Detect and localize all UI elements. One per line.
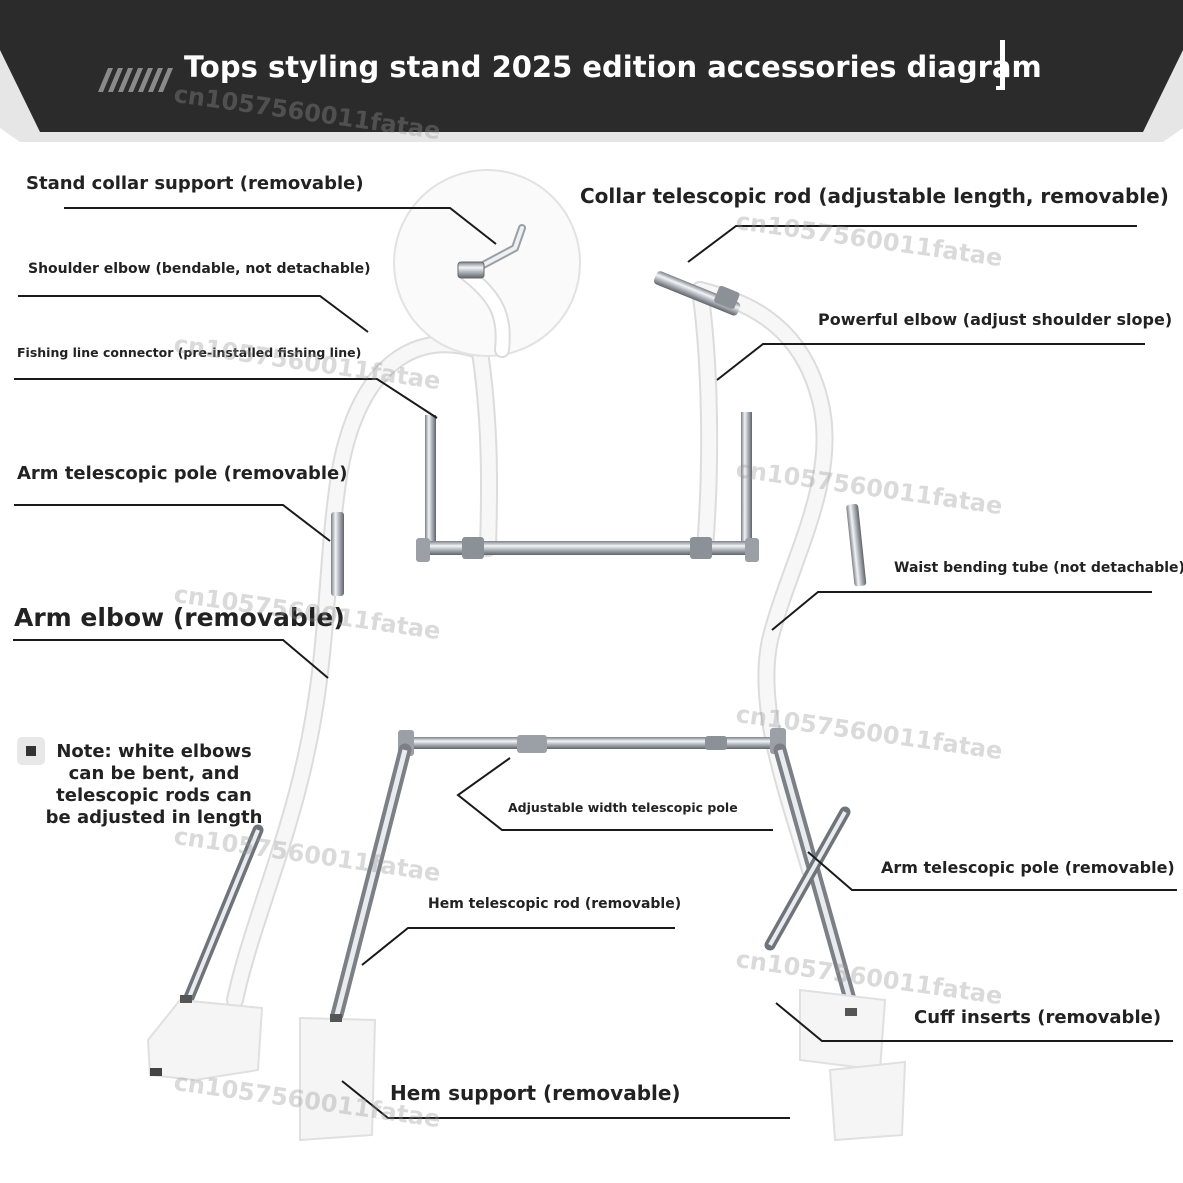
collar-detail-circle (393, 169, 581, 358)
label-hem-telescopic-rod: Hem telescopic rod (removable) (428, 896, 682, 912)
collar-telescopic-rod (653, 271, 741, 316)
left-arm-pole (331, 512, 344, 596)
bullet-square-icon (26, 746, 36, 756)
label-arm-elbow: Arm elbow (removable) (14, 603, 345, 632)
label-shoulder-elbow: Shoulder elbow (bendable, not detachable… (28, 261, 371, 277)
header-banner (0, 0, 1183, 142)
label-collar-telescopic-rod: Collar telescopic rod (adjustable length… (580, 184, 1169, 208)
hem-supports (146, 988, 907, 1142)
label-arm-telescopic-pole-left: Arm telescopic pole (removable) (17, 463, 348, 484)
label-adjustable-width-pole: Adjustable width telescopic pole (508, 800, 738, 815)
label-fishing-line-connector: Fishing line connector (pre-installed fi… (17, 345, 362, 360)
page-title: Tops styling stand 2025 edition accessor… (184, 50, 1042, 84)
lower-frame (330, 728, 860, 1022)
leader-lines (13, 207, 1177, 1119)
label-cuff-inserts: Cuff inserts (removable) (914, 1007, 1162, 1028)
label-powerful-elbow: Powerful elbow (adjust shoulder slope) (818, 310, 1173, 329)
stripes-icon (98, 68, 173, 92)
label-hem-support: Hem support (removable) (390, 1081, 681, 1105)
label-stand-collar-support: Stand collar support (removable) (26, 173, 364, 194)
waist-tube-stub (846, 504, 867, 587)
upper-frame (416, 412, 759, 562)
note-text: Note: white elbows can be bent, and tele… (45, 741, 263, 828)
white-tubes (226, 281, 834, 1009)
label-arm-telescopic-pole-right: Arm telescopic pole (removable) (881, 858, 1175, 877)
bracket-icon (1000, 40, 1005, 90)
label-waist-bending-tube: Waist bending tube (not detachable) (894, 560, 1183, 576)
